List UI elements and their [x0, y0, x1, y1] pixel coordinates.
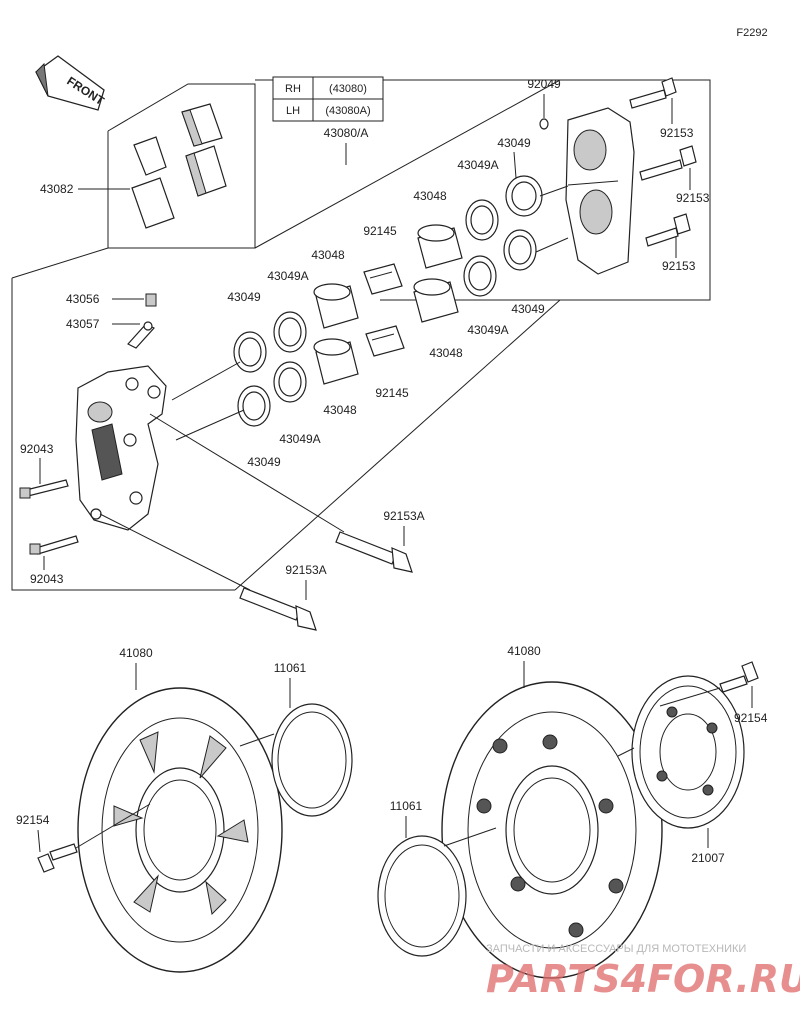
- callout-41080-right: 41080: [507, 644, 541, 658]
- bleeder-valve: [127, 293, 157, 349]
- callout-43049a-right-top: 43049A: [457, 158, 498, 172]
- watermark-logo: PARTS4FOR.RU: [486, 957, 800, 1001]
- brake-disc-right: [441, 681, 663, 979]
- bolts-92153a: [239, 531, 413, 631]
- callout-43049-left-top: 43049: [227, 290, 261, 304]
- callout-43082: 43082: [40, 182, 74, 196]
- callout-43048-right-top: 43048: [413, 189, 447, 203]
- callout-43056: 43056: [66, 292, 100, 306]
- callout-92043-top: 92043: [20, 442, 54, 456]
- callout-92145-left-top: 92145: [363, 224, 397, 238]
- callout-43049a-left-top: 43049A: [267, 269, 308, 283]
- variant-code-lh: (43080A): [325, 105, 370, 117]
- callout-43049-right-bottom: 43049: [511, 302, 545, 316]
- gasket-left: [271, 703, 353, 817]
- caliper-left-half: [75, 365, 167, 531]
- variant-table: RH (43080) LH (43080A): [272, 76, 384, 122]
- callout-43048-left-top: 43048: [311, 248, 345, 262]
- callout-92153-a: 92153: [660, 126, 694, 140]
- assembly-outline: [11, 79, 711, 591]
- watermark-tagline: ЗАПЧАСТИ И АКСЕССУАРЫ ДЛЯ МОТОТЕХНИКИ: [486, 943, 746, 955]
- callout-43049a-left-bottom: 43049A: [279, 432, 320, 446]
- callout-92153a-a: 92153A: [383, 509, 424, 523]
- pistons-left: [233, 283, 359, 427]
- callout-43049-left-bottom: 43049: [247, 455, 281, 469]
- callout-92153-b: 92153: [676, 191, 710, 205]
- callout-92154-left: 92154: [16, 813, 50, 827]
- gasket-right: [377, 835, 467, 957]
- bolts-92153: [629, 77, 697, 247]
- assembly-label: 43080/A: [324, 126, 369, 140]
- variant-side-lh: LH: [286, 105, 300, 117]
- pad-springs-92145: [363, 263, 405, 357]
- callout-43048-right-bottom: 43048: [429, 346, 463, 360]
- callout-11061-right: 11061: [390, 799, 423, 813]
- figure-id: F2292: [736, 27, 767, 39]
- callout-43049-right-top: 43049: [497, 136, 531, 150]
- callout-92153-c: 92153: [662, 259, 696, 273]
- callout-92049: 92049: [527, 77, 561, 91]
- variant-side-rh: RH: [285, 83, 301, 95]
- callout-43057: 43057: [66, 317, 100, 331]
- callout-92145-left-bottom: 92145: [375, 386, 409, 400]
- brake-disc-left: [77, 687, 283, 973]
- screw-92154-left: [37, 843, 78, 873]
- variant-code-rh: (43080): [329, 83, 367, 95]
- screw-92154-right: [719, 661, 759, 693]
- caliper-right-half: [565, 107, 635, 275]
- callout-43049a-right-bottom: 43049A: [467, 323, 508, 337]
- callout-92153a-b: 92153A: [285, 563, 326, 577]
- alignment-lines: [171, 185, 569, 441]
- pins-92043: [19, 479, 79, 555]
- callout-41080-left: 41080: [119, 646, 153, 660]
- pistons-right: [413, 175, 543, 323]
- front-arrow-icon: FRONT: [35, 55, 107, 111]
- callout-92043-bottom: 92043: [30, 572, 64, 586]
- callout-43048-left-bottom: 43048: [323, 403, 357, 417]
- abs-rotor-21007: [631, 675, 745, 829]
- callout-21007: 21007: [691, 851, 725, 865]
- callout-11061-left: 11061: [274, 661, 307, 675]
- callout-92154-right: 92154: [734, 711, 768, 725]
- brake-pads: [131, 103, 227, 229]
